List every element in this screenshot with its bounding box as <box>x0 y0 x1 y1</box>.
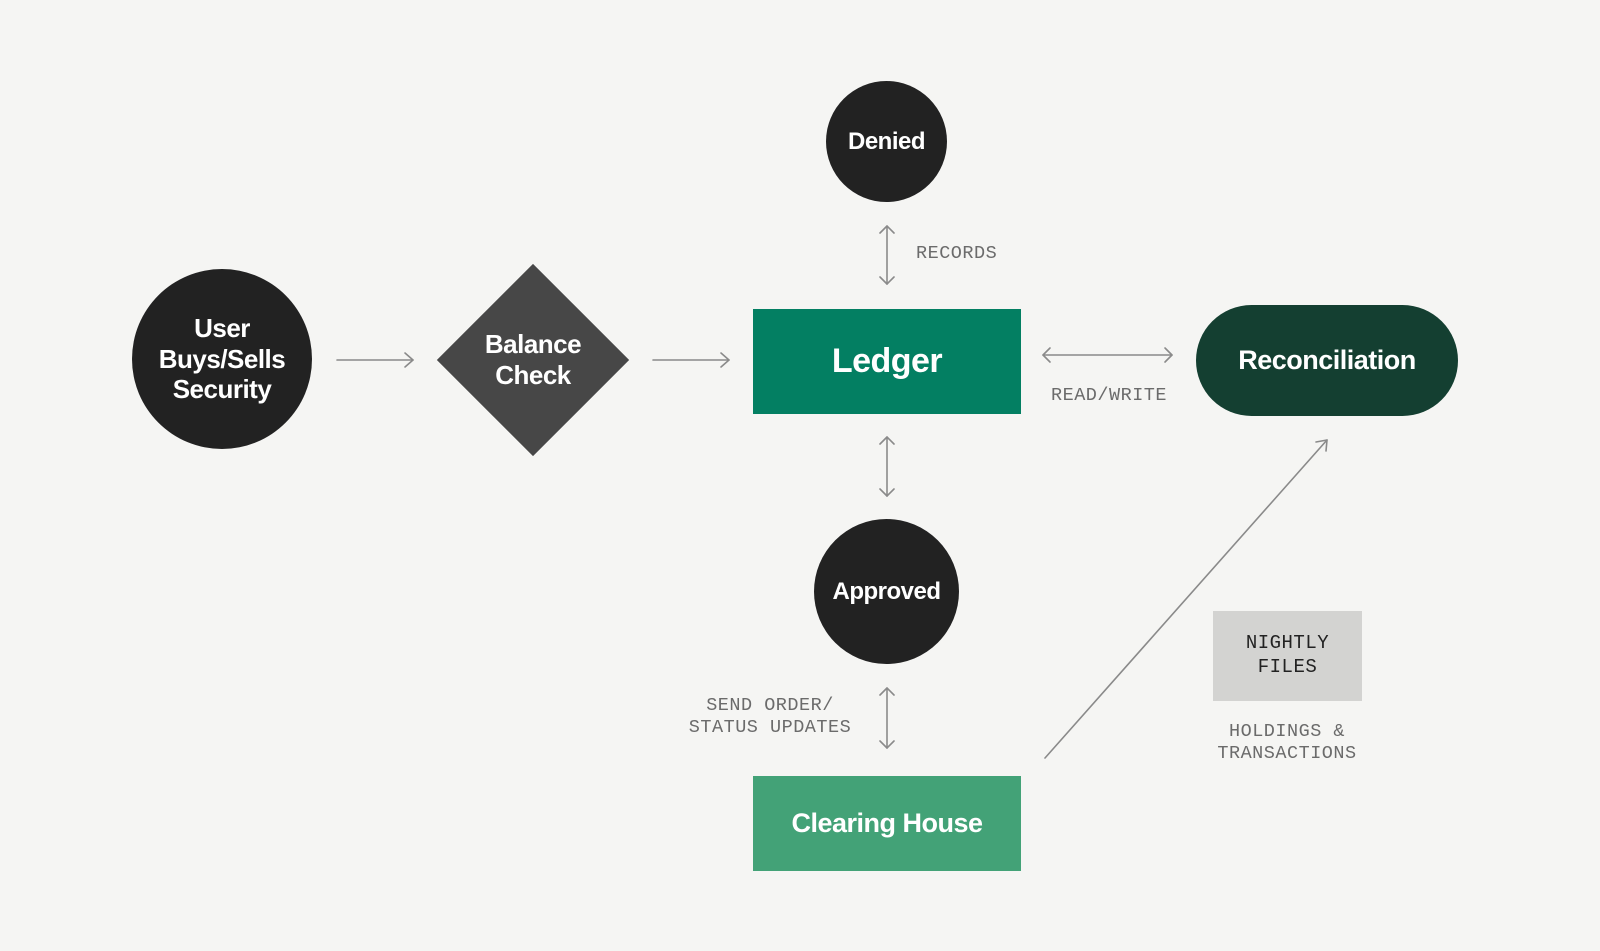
edge-balance-check-to-ledger <box>652 352 730 368</box>
edge-user-to-balance-check <box>336 352 414 368</box>
edge-ledger-approved <box>879 436 895 497</box>
denied-node: Denied <box>826 81 947 202</box>
edge-approved-clearing-house <box>879 687 895 749</box>
nightly-files-note: NIGHTLY FILES <box>1213 611 1362 701</box>
approved-node: Approved <box>814 519 959 664</box>
send-order-status-updates-edge-label: SEND ORDER/ STATUS UPDATES <box>688 695 852 739</box>
reconciliation-node: Reconciliation <box>1196 305 1458 416</box>
balance-check-label: Balance Check <box>484 329 582 390</box>
edge-ledger-denied <box>879 225 895 285</box>
user-buys-sells-security-node: User Buys/Sells Security <box>132 269 312 449</box>
edge-ledger-reconciliation <box>1042 347 1173 363</box>
balance-check-node: Balance Check <box>436 263 630 457</box>
clearing-house-node: Clearing House <box>753 776 1021 871</box>
edge-clearing-house-to-reconciliation <box>1044 439 1328 759</box>
holdings-transactions-edge-label: HOLDINGS & TRANSACTIONS <box>1217 721 1357 765</box>
ledger-node: Ledger <box>753 309 1021 414</box>
read-write-edge-label: READ/WRITE <box>1050 385 1168 406</box>
records-edge-label: RECORDS <box>916 243 998 264</box>
